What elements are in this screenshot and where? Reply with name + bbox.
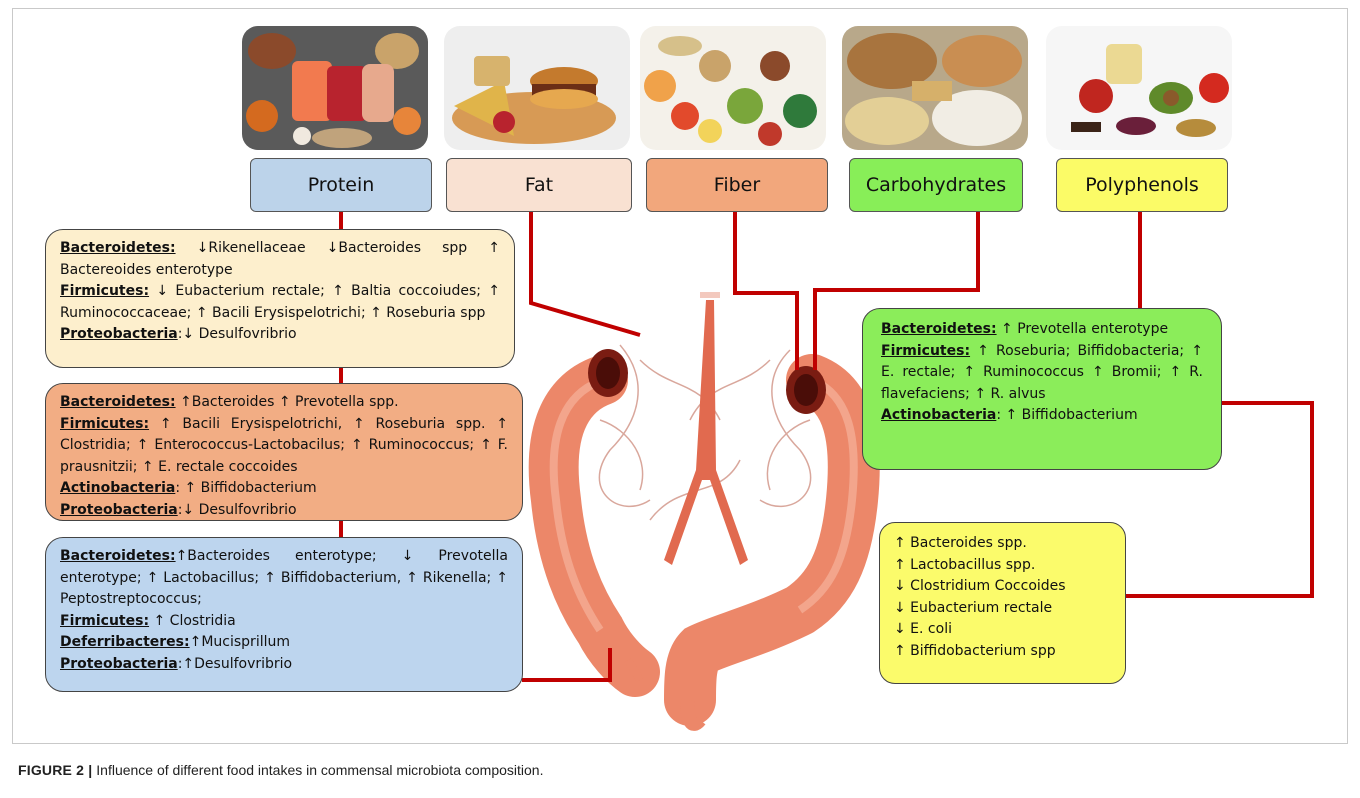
fiber-proteobacteria-line: Proteobacteria:↓ Desulfovribrio bbox=[60, 500, 508, 522]
caption-text: Influence of different food intakes in c… bbox=[92, 762, 543, 778]
caption-label: FIGURE 2 | bbox=[18, 762, 92, 778]
fat-effects-box: Bacteroidetes:↑Bacteroides enterotype; ↓… bbox=[45, 537, 523, 692]
fiber-effects-box: Bacteroidetes: ↑Bacteroides ↑ Prevotella… bbox=[45, 383, 523, 521]
fat-bacteroidetes-line: Bacteroidetes:↑Bacteroides enterotype; ↓… bbox=[60, 546, 508, 611]
poly-item: ↑ Lactobacillus spp. bbox=[894, 555, 1111, 577]
fat-deferribacteres-line: Deferribacteres:↑Mucisprillum bbox=[60, 632, 508, 654]
fat-proteobacteria-line: Proteobacteria:↑Desulfovribrio bbox=[60, 654, 508, 676]
protein-proteobacteria-line: Proteobacteria:↓ Desulfovribrio bbox=[60, 324, 500, 346]
carb-bacteroidetes-line: Bacteroidetes: ↑ Prevotella enterotype bbox=[881, 319, 1203, 341]
protein-firmicutes-line: Firmicutes: ↓ Eubacterium rectale; ↑ Bal… bbox=[60, 281, 500, 324]
carb-firmicutes-line: Firmicutes: ↑ Roseburia; Biffidobacteria… bbox=[881, 341, 1203, 406]
carbohydrates-effects-box: Bacteroidetes: ↑ Prevotella enterotype F… bbox=[862, 308, 1222, 470]
protein-bacteroidetes-line: Bacteroidetes: ↓Rikenellaceae ↓Bacteroid… bbox=[60, 238, 500, 281]
poly-item: ↓ Clostridium Coccoides bbox=[894, 576, 1111, 598]
fiber-actinobacteria-line: Actinobacteria: ↑ Biffidobacterium bbox=[60, 478, 508, 500]
protein-effects-box: Bacteroidetes: ↓Rikenellaceae ↓Bacteroid… bbox=[45, 229, 515, 368]
poly-item: ↓ Eubacterium rectale bbox=[894, 598, 1111, 620]
poly-item: ↑ Bacteroides spp. bbox=[894, 533, 1111, 555]
fat-firmicutes-line: Firmicutes: ↑ Clostridia bbox=[60, 611, 508, 633]
fiber-firmicutes-line: Firmicutes: ↑ Bacili Erysispelotrichi, ↑… bbox=[60, 414, 508, 479]
polyphenols-effects-box: ↑ Bacteroides spp. ↑ Lactobacillus spp. … bbox=[879, 522, 1126, 684]
poly-item: ↑ Biffidobacterium spp bbox=[894, 641, 1111, 663]
carb-actinobacteria-line: Actinobacteria: ↑ Biffidobacterium bbox=[881, 405, 1203, 427]
poly-item: ↓ E. coli bbox=[894, 619, 1111, 641]
colon-illustration bbox=[554, 295, 854, 724]
fiber-bacteroidetes-line: Bacteroidetes: ↑Bacteroides ↑ Prevotella… bbox=[60, 392, 508, 414]
figure-caption: FIGURE 2 | Influence of different food i… bbox=[18, 762, 543, 778]
